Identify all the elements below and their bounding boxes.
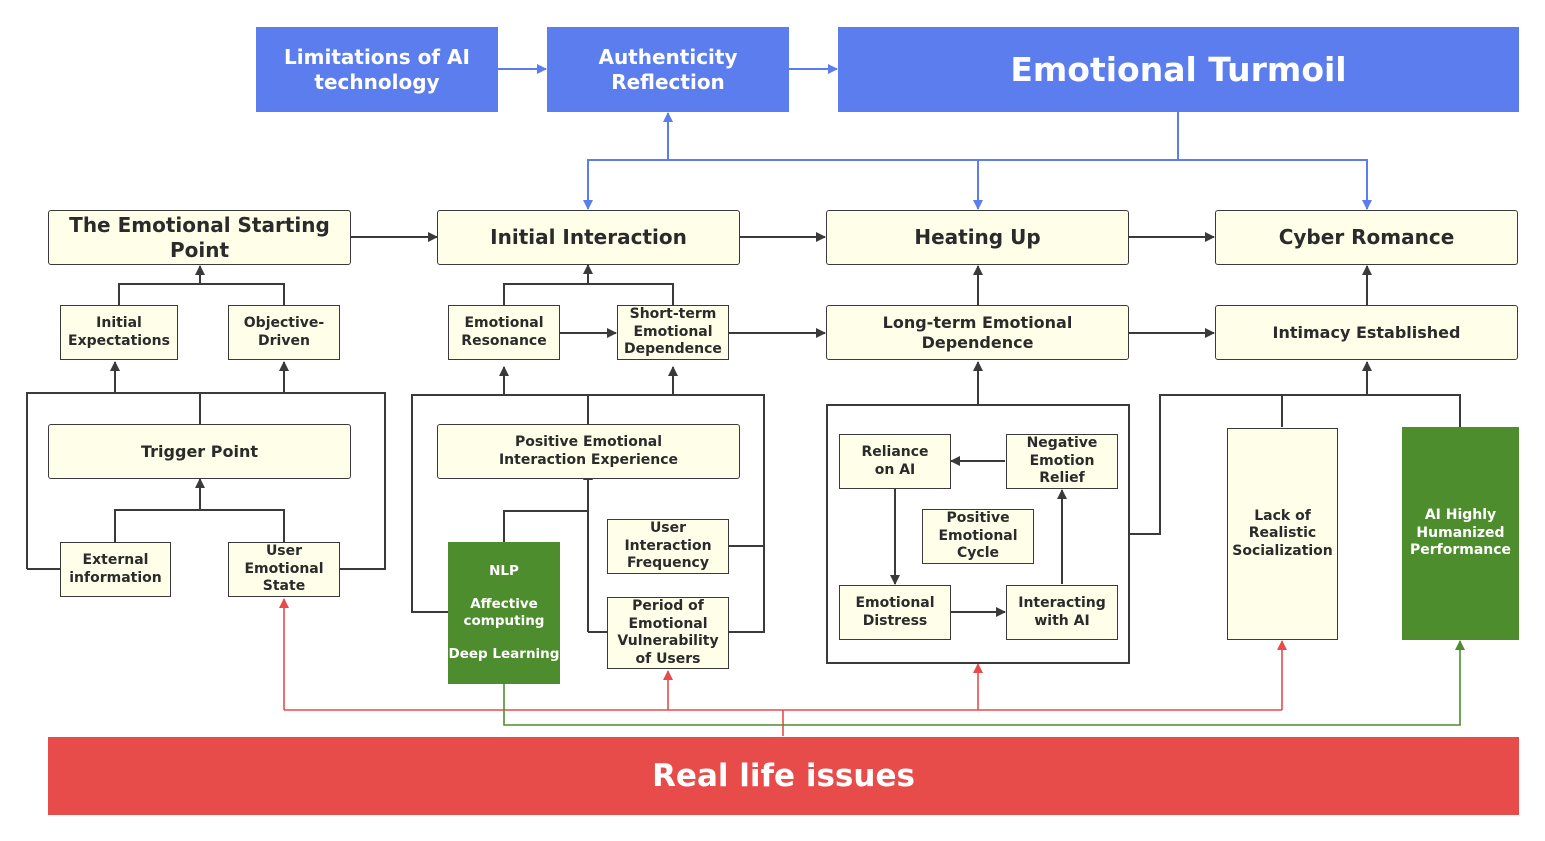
emotional-turmoil-box: Emotional Turmoil bbox=[838, 27, 1519, 112]
objective-driven-box: Objective-Driven bbox=[228, 305, 340, 360]
ai-humanized-box: AI Highly Humanized Performance bbox=[1402, 427, 1519, 640]
user-emotional-state-box: User Emotional State bbox=[228, 542, 340, 597]
lack-socialization-box: Lack of Realistic Socialization bbox=[1227, 428, 1338, 640]
vulnerability-period-box: Period of Emotional Vulnerability of Use… bbox=[607, 597, 729, 669]
negative-emotion-relief-box: Negative Emotion Relief bbox=[1006, 434, 1118, 489]
interaction-frequency-box: User Interaction Frequency bbox=[607, 519, 729, 574]
emotional-resonance-box: Emotional Resonance bbox=[448, 305, 560, 360]
affective-computing-label: Affective computing bbox=[463, 596, 545, 629]
trigger-point-box: Trigger Point bbox=[48, 424, 351, 479]
emotional-starting-point-box: The Emotional Starting Point bbox=[48, 210, 351, 265]
ai-technologies-box: NLP Affective computing Deep Learning bbox=[448, 542, 560, 684]
real-life-issues-box: Real life issues bbox=[48, 737, 1519, 815]
deep-learning-label: Deep Learning bbox=[448, 645, 560, 662]
cyber-romance-box: Cyber Romance bbox=[1215, 210, 1518, 265]
reliance-on-ai-box: Reliance on AI bbox=[839, 434, 951, 489]
initial-expectations-box: Initial Expectations bbox=[60, 305, 178, 360]
authenticity-reflection-box: Authenticity Reflection bbox=[547, 27, 789, 112]
heating-up-box: Heating Up bbox=[826, 210, 1129, 265]
initial-interaction-box: Initial Interaction bbox=[437, 210, 740, 265]
short-term-dependence-box: Short-term Emotional Dependence bbox=[617, 305, 729, 360]
interacting-with-ai-box: Interacting with AI bbox=[1006, 585, 1118, 640]
external-information-box: External information bbox=[60, 542, 171, 597]
positive-experience-box: Positive Emotional Interaction Experienc… bbox=[437, 424, 740, 479]
emotional-distress-box: Emotional Distress bbox=[839, 585, 951, 640]
limitations-box: Limitations of AI technology bbox=[256, 27, 498, 112]
positive-emotional-cycle-box: Positive Emotional Cycle bbox=[922, 509, 1034, 564]
intimacy-established-box: Intimacy Established bbox=[1215, 305, 1518, 360]
long-term-dependence-box: Long-term Emotional Dependence bbox=[826, 305, 1129, 360]
emotional-cycle-group bbox=[826, 404, 1130, 664]
nlp-label: NLP bbox=[489, 563, 519, 580]
